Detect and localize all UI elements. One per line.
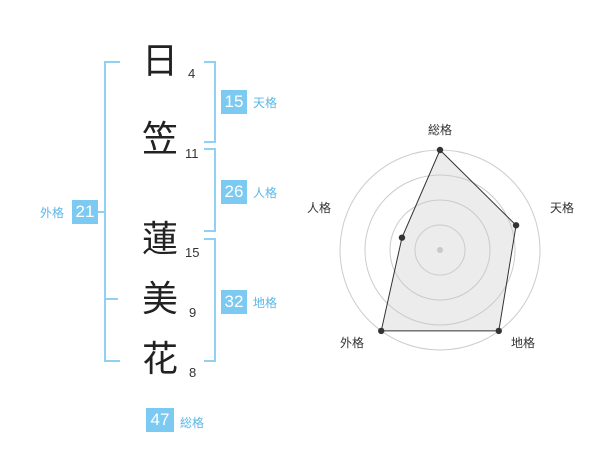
radar-axis-label-soukaku: 総格 <box>428 123 453 137</box>
radar-ring-2 <box>389 199 491 301</box>
radar-ring-1 <box>414 224 466 276</box>
stroke-count-2: 11 <box>185 146 199 161</box>
soukaku-badge: 47 <box>146 408 174 432</box>
chikaku-label: 地格 <box>253 296 278 310</box>
radar-area <box>380 149 517 332</box>
radar-point-3 <box>495 327 502 335</box>
stroke-count-3: 15 <box>185 245 200 260</box>
radar-point-1 <box>436 146 444 154</box>
name-char-3: 蓮 <box>142 219 179 260</box>
soukaku-label: 総格 <box>180 416 205 430</box>
radar-point-2 <box>512 222 520 229</box>
tenkaku-badge: 15 <box>221 90 247 114</box>
radar-ring-3 <box>364 174 516 326</box>
radar-axis-label-gaikaku: 外格 <box>340 336 365 350</box>
chikaku-badge: 32 <box>221 290 247 314</box>
name-char-1: 日 <box>142 41 179 82</box>
radar-point-4 <box>378 327 385 335</box>
name-char-5: 花 <box>142 339 179 380</box>
jinkaku-label: 人格 <box>253 186 278 200</box>
gaikaku-badge: 21 <box>72 200 98 224</box>
radar-point-5 <box>398 234 406 241</box>
jinkaku-bracket <box>204 148 216 232</box>
gaikaku-bracket-connector <box>97 211 105 213</box>
radar-axis-label-tenkaku: 天格 <box>550 201 575 215</box>
tenkaku-label: 天格 <box>253 96 278 110</box>
jinkaku-badge: 26 <box>221 180 247 204</box>
tenkaku-bracket <box>204 61 216 143</box>
chikaku-bracket <box>204 238 216 362</box>
gaikaku-label: 外格 <box>40 206 65 220</box>
gaikaku-bracket-tick <box>104 298 118 300</box>
radar-center-dot <box>437 247 443 253</box>
stroke-count-5: 8 <box>189 365 197 380</box>
name-char-2: 笠 <box>142 119 179 160</box>
name-char-4: 美 <box>142 279 179 320</box>
stroke-count-4: 9 <box>189 305 197 320</box>
stroke-count-1: 4 <box>188 66 196 81</box>
gaikaku-bracket <box>104 61 120 362</box>
radar-axis-label-chikaku: 地格 <box>511 336 536 350</box>
radar-axis-label-jinkaku: 人格 <box>307 201 332 215</box>
